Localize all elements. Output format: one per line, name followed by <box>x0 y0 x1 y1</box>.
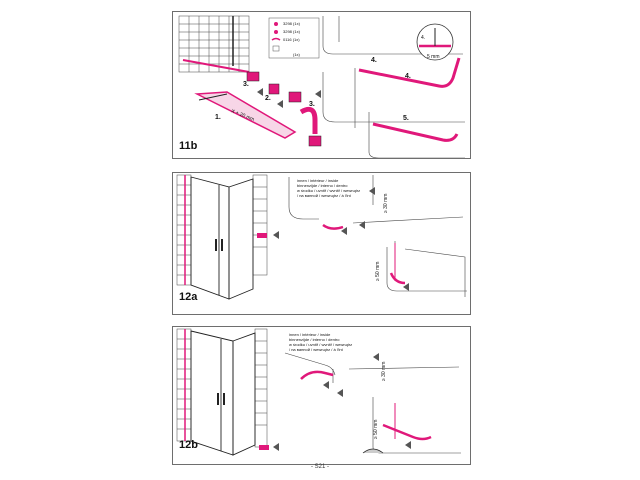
figure-11b-panel: 3298 (1x) 3298 (1x) 0116 (1x) (1x) 1. X … <box>172 11 471 159</box>
floor-bracket <box>259 445 269 450</box>
seal-strip <box>194 91 297 139</box>
door-handles <box>217 393 225 405</box>
seal-strip-wall <box>182 59 250 73</box>
note-line-1: innen / intérieur / inside <box>289 332 331 337</box>
inset-step-label: 4. <box>421 35 425 41</box>
seal-part-icon <box>271 37 281 41</box>
seal-bead <box>300 370 334 380</box>
figure-12b-drawing: innen / intérieur / inside binnenzijde /… <box>176 328 461 456</box>
note-line-3: w środku / uvnitř / wvnitř / wewnątrz <box>297 188 360 193</box>
arrow-icon <box>341 227 347 235</box>
water-drop <box>362 448 384 454</box>
grid-part-icon <box>272 45 280 52</box>
seal-on-tray-lower <box>372 122 459 142</box>
shower-enclosure <box>190 330 256 456</box>
figure-12b-panel: innen / intérieur / inside binnenzijde /… <box>172 326 471 465</box>
parts-list-item-2: 3298 (1x) <box>283 29 301 34</box>
seal-piece <box>246 71 260 82</box>
wall-tiles <box>176 328 268 448</box>
arrow-icon <box>373 353 379 361</box>
lower-gap-dimension: ≥ 50 mm <box>373 420 379 439</box>
figure-11b-drawing: 3298 (1x) 3298 (1x) 0116 (1x) (1x) 1. X … <box>178 15 465 158</box>
step-3b-label: 3. <box>309 101 315 108</box>
parts-list: 3298 (1x) 3298 (1x) 0116 (1x) (1x) <box>268 17 320 59</box>
tray-base-detail <box>386 241 467 297</box>
note-line-2: binnenzijde / interno / dentro <box>297 183 348 188</box>
arrow-icon <box>337 389 343 397</box>
door-handles <box>215 239 223 251</box>
arrow-icon <box>277 100 283 108</box>
seal-on-tray <box>358 57 461 88</box>
arrow-icon <box>273 231 279 239</box>
figure-label: 12a <box>179 291 198 303</box>
seal-bead <box>322 223 344 230</box>
note-line-1: innen / intérieur / inside <box>297 178 339 183</box>
seal-bead-lower <box>382 423 432 441</box>
cutting-guide <box>198 93 228 101</box>
arrow-icon <box>405 441 411 449</box>
step-4b-label: 4. <box>405 73 411 80</box>
wall-tiles <box>178 15 250 73</box>
upper-gap-dimension: ≥ 30 mm <box>383 194 389 213</box>
seal-bead-lower <box>389 272 406 285</box>
lower-gap-dimension: ≥ 50 mm <box>375 262 381 281</box>
figure-12a-drawing: innen / intérieur / inside binnenzijde /… <box>176 174 467 300</box>
inside-note: innen / intérieur / inside binnenzijde /… <box>295 177 360 199</box>
shower-enclosure <box>190 176 254 300</box>
note-line-2: binnenzijde / interno / dentro <box>289 337 340 342</box>
arrow-icon <box>323 381 329 389</box>
figure-label: 11b <box>179 140 198 152</box>
step-4-label: 4. <box>371 57 377 64</box>
seal-piece <box>288 91 302 103</box>
parts-list-item-4: (1x) <box>293 52 301 57</box>
parts-list-item-1: 3298 (1x) <box>283 21 301 26</box>
page-number: - S21 - <box>310 464 329 470</box>
step-2-label: 2. <box>265 95 271 102</box>
seal-piece <box>308 135 322 147</box>
figure-12a-panel: innen / intérieur / inside binnenzijde /… <box>172 172 471 315</box>
inset-dimension: 5 mm <box>427 54 440 60</box>
step-5-label: 5. <box>403 115 409 122</box>
step-1-label: 1. <box>215 114 221 121</box>
arrow-icon <box>257 88 263 96</box>
arrow-icon <box>403 283 409 291</box>
part-icon <box>274 30 278 34</box>
arrow-icon <box>315 90 321 98</box>
wall-bracket <box>257 233 267 238</box>
seal-corner <box>299 106 318 134</box>
step-3-label: 3. <box>243 81 249 88</box>
part-icon <box>274 22 278 26</box>
figure-label: 12b <box>179 439 198 451</box>
parts-list-item-3: 0116 (1x) <box>283 37 300 42</box>
inside-note: innen / intérieur / inside binnenzijde /… <box>287 331 352 353</box>
note-line-4: / на ванной / wewnątrz / à l'int <box>289 347 344 352</box>
note-line-3: w środku / uvnitř / wvnitř / wewnątrz <box>289 342 352 347</box>
note-line-4: / на ванной / wewnątrz / à l'int <box>297 193 352 198</box>
detail-inset: 4. 5 mm <box>416 23 454 61</box>
arrow-icon <box>359 221 365 229</box>
wall-tiles <box>176 174 268 286</box>
arrow-icon <box>369 187 375 195</box>
seal-piece <box>268 83 280 95</box>
arrow-icon <box>273 443 279 451</box>
upper-gap-dimension: ≥ 30 mm <box>381 362 387 381</box>
